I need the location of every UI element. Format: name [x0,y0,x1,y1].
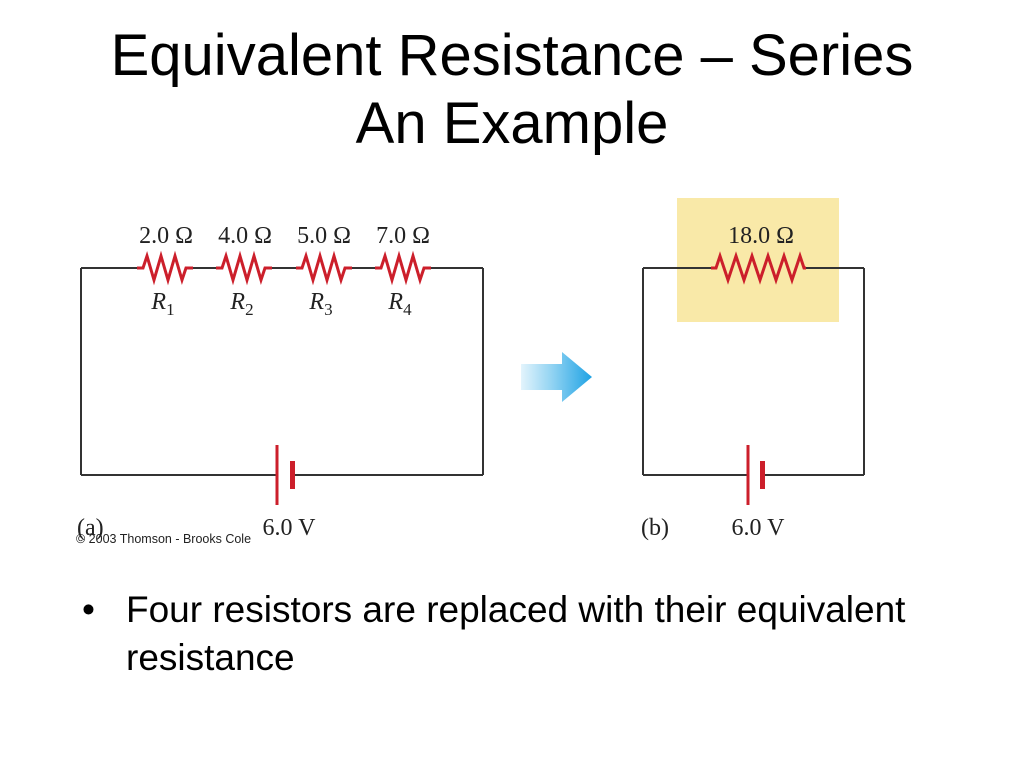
title-line-2: An Example [355,91,669,156]
resistor-r4 [375,250,431,286]
resistor-equivalent-value: 18.0 Ω [728,223,794,249]
circuit-b: 18.0 Ω 6.0 V (b) [641,198,865,541]
resistor-r4-value: 7.0 Ω [376,223,430,249]
resistor-r3 [296,250,352,286]
resistor-equivalent [711,251,806,285]
equivalent-highlight [677,198,839,322]
page-title: Equivalent Resistance – Series An Exampl… [0,22,1024,158]
circuit-a-wires [80,267,484,476]
resistor-r4-name: R4 [387,289,412,319]
battery-a-voltage: 6.0 V [263,515,317,541]
resistor-r3-name: R3 [308,289,332,319]
resistor-r1-name: R1 [150,289,174,319]
bullet-list: • Four resistors are replaced with their… [82,586,962,682]
resistor-r1-value: 2.0 Ω [139,223,193,249]
bullet-item: • Four resistors are replaced with their… [82,586,962,682]
bullet-dot-icon: • [82,589,95,630]
resistor-r2 [216,250,272,286]
resistor-r3-value: 5.0 Ω [297,223,351,249]
battery-b-voltage: 6.0 V [732,515,786,541]
copyright-notice: © 2003 Thomson - Brooks Cole [76,532,251,546]
battery-b [746,445,765,505]
panel-label-a: (a) [77,515,104,541]
resistor-r1 [137,250,193,286]
resistor-r2-value: 4.0 Ω [218,223,272,249]
circuit-b-wires [642,267,865,476]
battery-a [275,445,295,505]
resistor-r2-name: R2 [229,289,253,319]
panel-label-b: (b) [641,515,669,541]
right-arrow-icon [521,352,592,402]
bullet-text: Four resistors are replaced with their e… [126,589,906,678]
title-line-1: Equivalent Resistance – Series [110,23,914,88]
circuit-a: 2.0 Ω 4.0 Ω 5.0 Ω 7.0 Ω R1 R2 R3 R4 6.0 … [77,223,484,541]
